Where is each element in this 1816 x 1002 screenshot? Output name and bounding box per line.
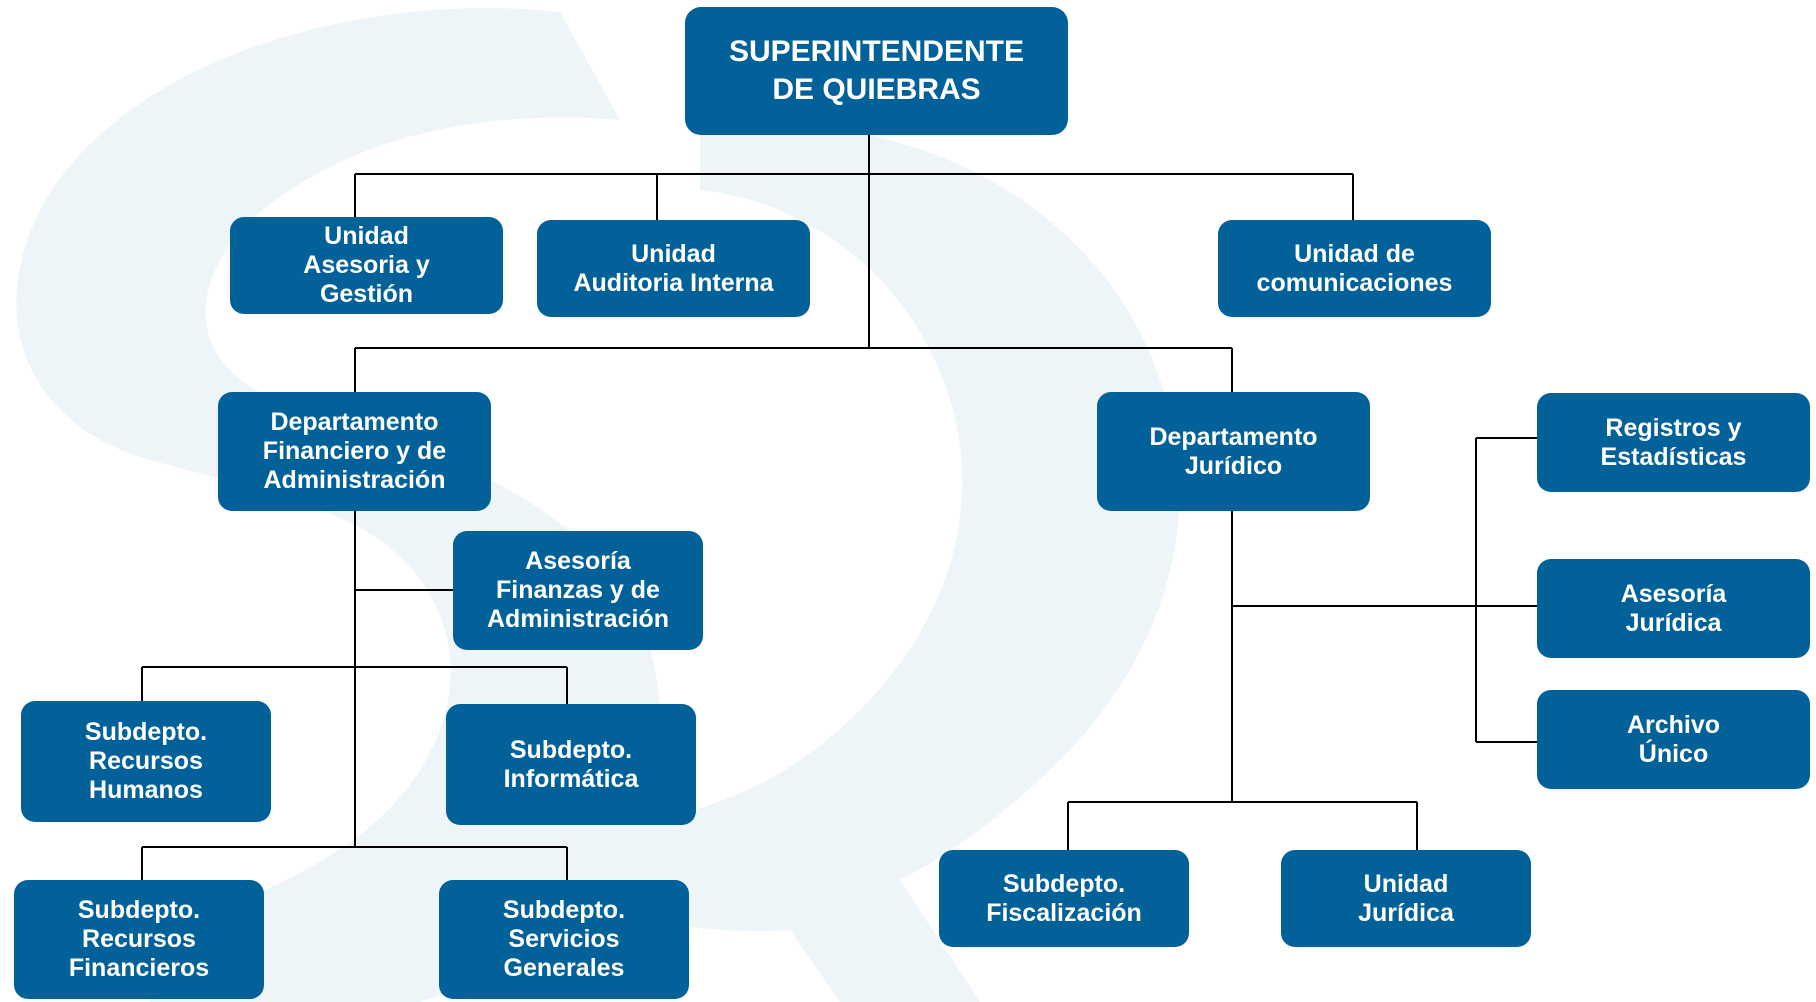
letter-q-watermark-icon bbox=[470, 124, 1180, 1002]
node-subdepto-recursos-financieros: Subdepto. Recursos Financieros bbox=[14, 880, 264, 999]
node-asesoria-juridica: Asesoría Jurídica bbox=[1537, 559, 1810, 658]
node-subdepto-recursos-humanos: Subdepto. Recursos Humanos bbox=[21, 701, 271, 822]
node-subdepto-fiscalizacion: Subdepto. Fiscalización bbox=[939, 850, 1189, 947]
node-unidad-asesoria-gestion: Unidad Asesoria y Gestión bbox=[230, 217, 503, 314]
node-unidad-auditoria-interna: Unidad Auditoria Interna bbox=[537, 220, 810, 317]
node-superintendente: SUPERINTENDENTE DE QUIEBRAS bbox=[685, 7, 1068, 135]
node-asesoria-finanzas: Asesoría Finanzas y de Administración bbox=[453, 531, 703, 650]
node-registros-estadisticas: Registros y Estadísticas bbox=[1537, 393, 1810, 492]
node-unidad-comunicaciones: Unidad de comunicaciones bbox=[1218, 220, 1491, 317]
node-departamento-financiero: Departamento Financiero y de Administrac… bbox=[218, 392, 491, 511]
node-archivo-unico: Archivo Único bbox=[1537, 690, 1810, 789]
node-subdepto-servicios-generales: Subdepto. Servicios Generales bbox=[439, 880, 689, 999]
node-subdepto-informatica: Subdepto. Informática bbox=[446, 704, 696, 825]
node-unidad-juridica: Unidad Jurídica bbox=[1281, 850, 1531, 947]
node-departamento-juridico: Departamento Jurídico bbox=[1097, 392, 1370, 511]
